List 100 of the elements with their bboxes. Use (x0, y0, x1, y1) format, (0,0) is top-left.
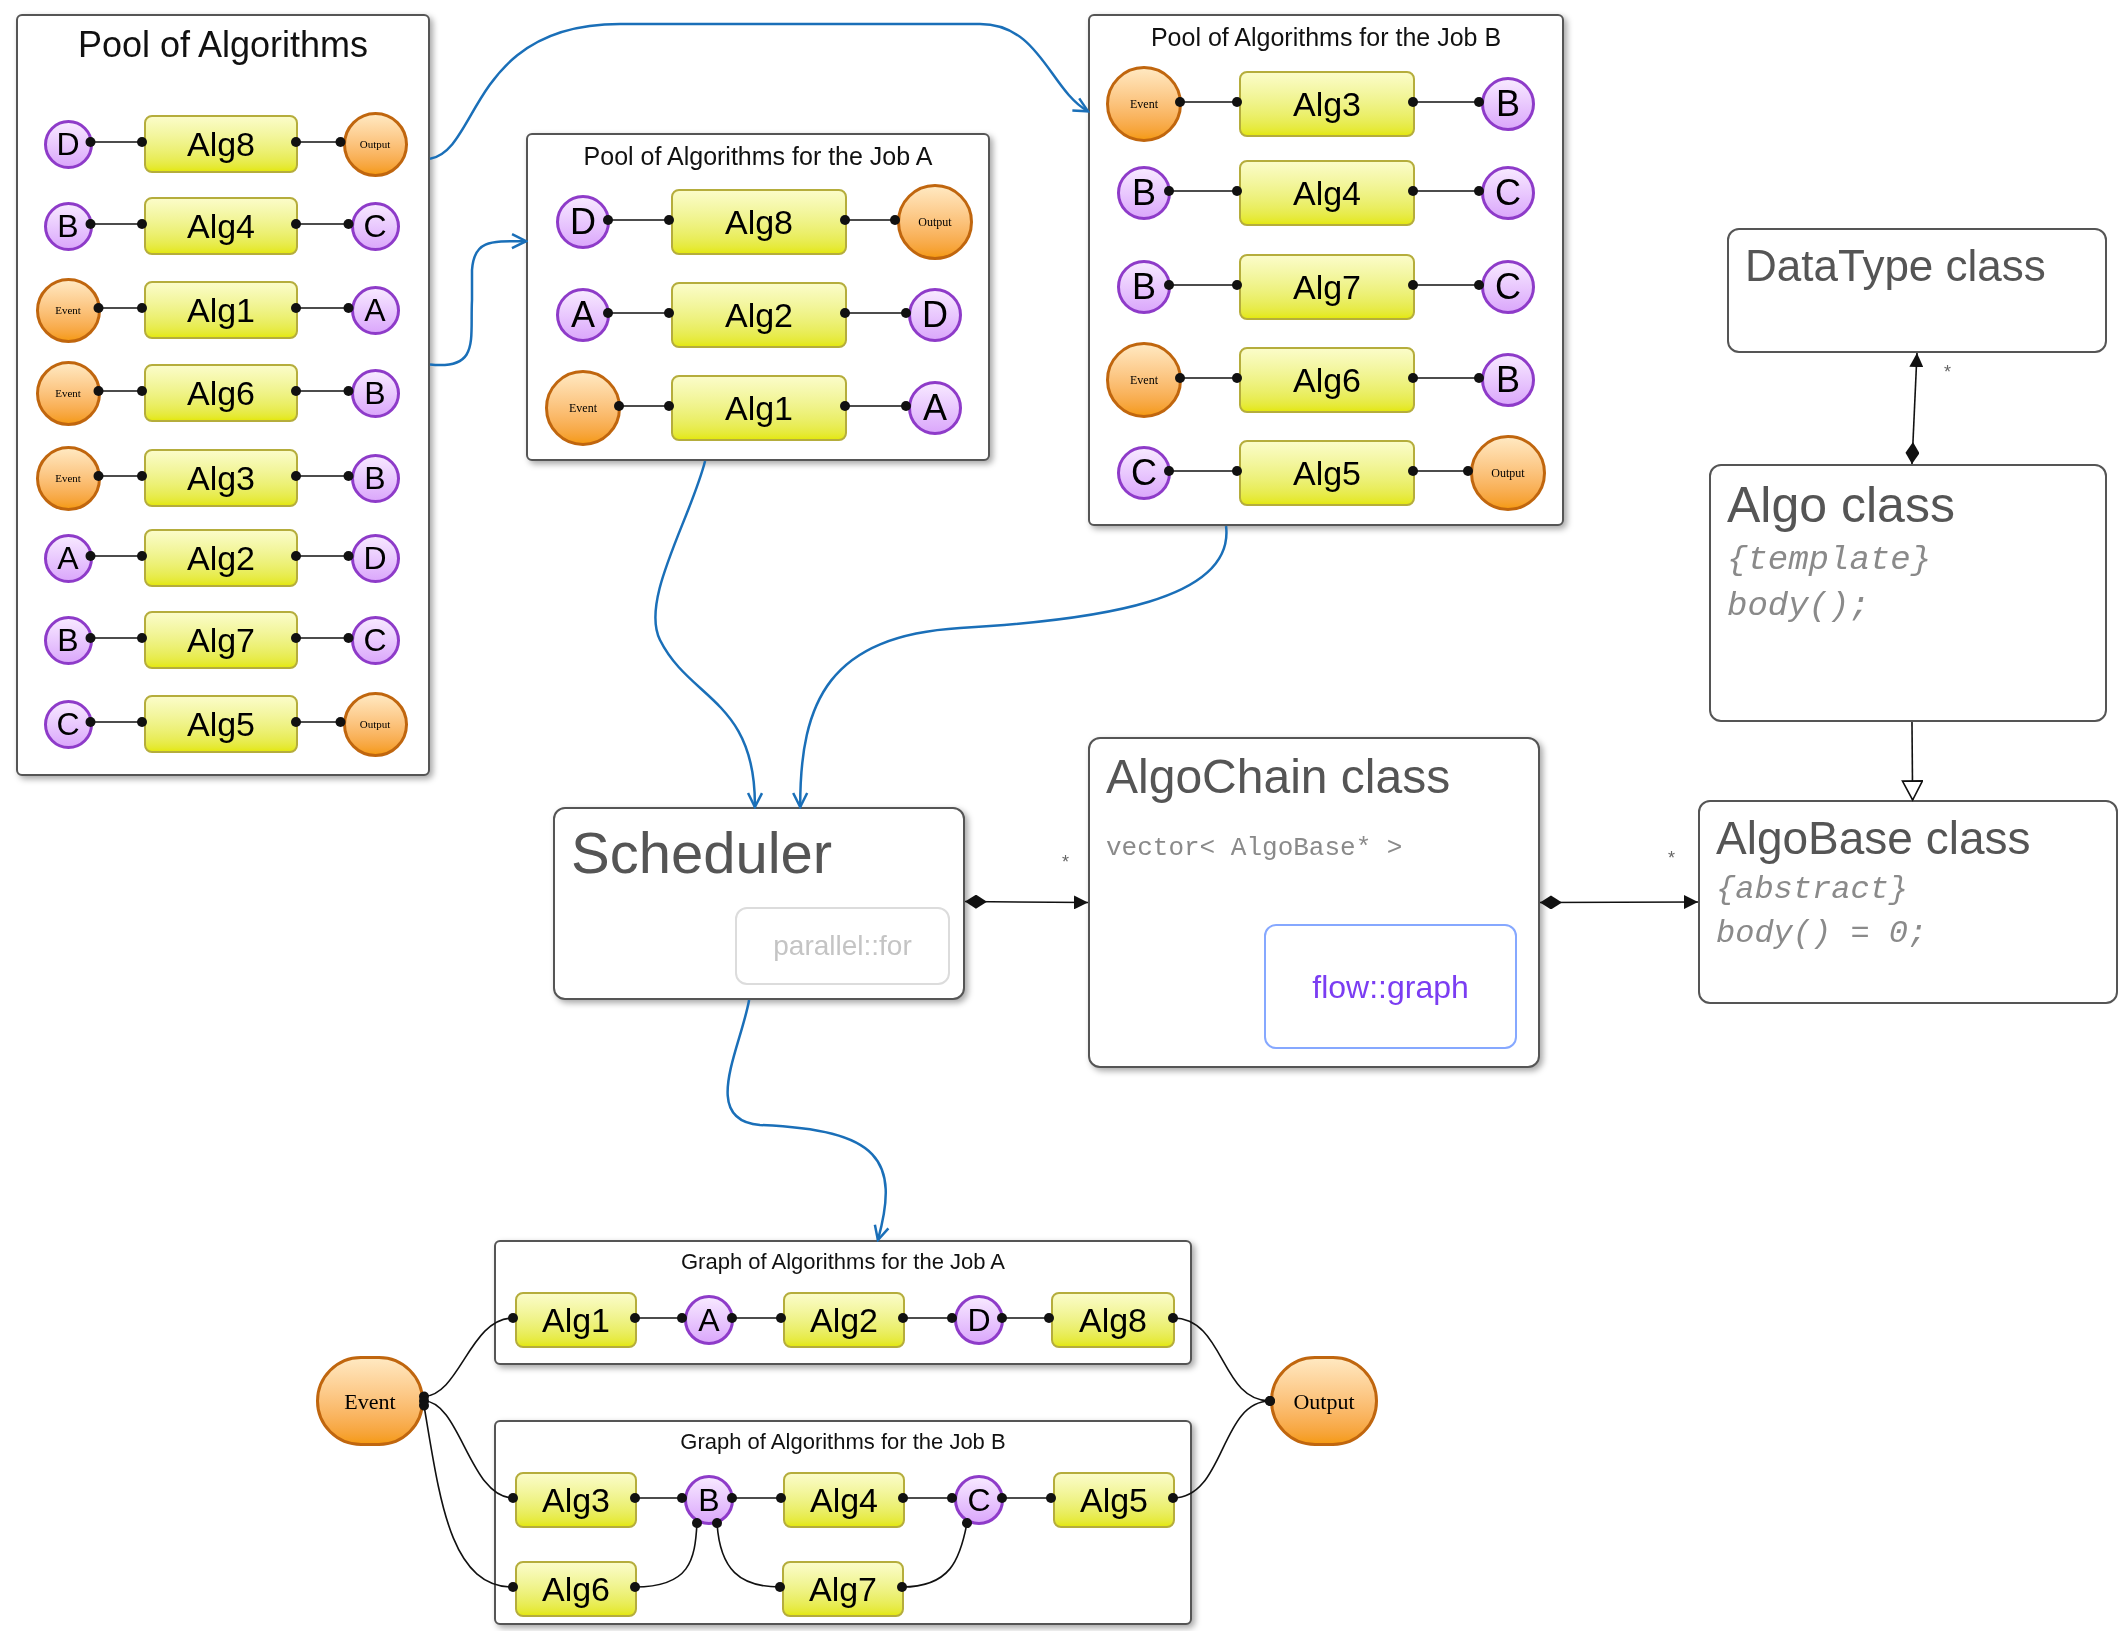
algorithm-box: Alg5 (144, 695, 298, 753)
connector-line (614, 401, 674, 411)
connector-line (1408, 186, 1484, 196)
connector-line (291, 551, 354, 561)
connector-line (1164, 466, 1242, 476)
algorithm-box: Alg6 (1239, 347, 1415, 413)
algorithm-box: Alg6 (144, 364, 298, 422)
code-text: body() = 0; (1716, 913, 1929, 954)
connector-line (291, 137, 346, 147)
class-box (1088, 737, 1540, 1068)
library-box: flow::graph (1264, 924, 1517, 1049)
algorithm-box: Alg3 (515, 1472, 637, 1528)
connector-line (997, 1493, 1056, 1503)
group-panel (494, 1240, 1192, 1365)
arrow (726, 999, 890, 1242)
arrow (1905, 352, 1924, 465)
arrow (429, 232, 528, 367)
class-title: AlgoChain class (1106, 749, 1451, 805)
connector-line (630, 1313, 687, 1323)
group-panel (494, 1420, 1192, 1625)
connector-line (85, 717, 147, 727)
connector-line (93, 386, 147, 396)
panel-title: Pool of Algorithms for the Job A (583, 141, 933, 172)
connector-line (1408, 97, 1484, 107)
connector-line (1164, 186, 1242, 196)
algorithm-box: Alg4 (783, 1472, 905, 1528)
connector-line (1168, 1396, 1275, 1503)
connector-line (85, 551, 147, 561)
connector-line (291, 633, 354, 643)
connector-line (1408, 373, 1484, 383)
connector-line (840, 215, 900, 225)
arrow (654, 460, 763, 809)
algorithm-box: Alg4 (1239, 160, 1415, 226)
algorithm-box: Alg8 (144, 115, 298, 173)
connector-line (898, 1493, 957, 1503)
panel-title: Graph of Algorithms for the Job B (680, 1428, 1006, 1456)
class-box (1709, 464, 2107, 722)
algorithm-box: Alg3 (1239, 71, 1415, 137)
connector-line (897, 1518, 972, 1592)
algorithm-box: Alg3 (144, 449, 298, 507)
connector-line (603, 215, 674, 225)
algorithm-box: Alg5 (1053, 1472, 1175, 1528)
panel-title: Pool of Algorithms (77, 23, 369, 67)
connector-line (1175, 373, 1242, 383)
connector-line (603, 308, 674, 318)
group-panel (1088, 14, 1564, 526)
connector-line (291, 471, 354, 481)
algorithm-box: Alg4 (144, 197, 298, 255)
class-title: Algo class (1727, 476, 1955, 535)
code-text: {abstract} (1716, 869, 1910, 910)
class-box (1698, 800, 2118, 1004)
algorithm-box: Alg8 (671, 189, 847, 255)
connector-line (630, 1493, 687, 1503)
connector-line (898, 1313, 957, 1323)
connector-line (1164, 280, 1242, 290)
connector-line (85, 633, 147, 643)
connector-line (93, 303, 147, 313)
connector-line (1175, 97, 1242, 107)
library-box: parallel::for (735, 907, 950, 985)
algorithm-box: Alg7 (782, 1561, 904, 1617)
code-text: {template} (1727, 539, 1933, 581)
arrow (792, 525, 1228, 809)
algorithm-box: Alg6 (515, 1561, 637, 1617)
class-title: AlgoBase class (1716, 811, 2031, 866)
connector-line (1408, 466, 1473, 476)
connector-line (840, 308, 911, 318)
class-box (1727, 228, 2107, 353)
code-text: body(); (1727, 586, 1871, 628)
connector-line (291, 717, 346, 727)
algorithm-box: Alg7 (144, 611, 298, 669)
connector-line (419, 1313, 518, 1402)
connector-line (712, 1518, 785, 1592)
connector-line (93, 471, 147, 481)
arrow (1539, 895, 1699, 910)
connector-line (85, 219, 147, 229)
class-title: Scheduler (571, 819, 833, 887)
group-panel (526, 133, 990, 461)
group-panel (16, 14, 430, 776)
code-text: vector< AlgoBase* > (1106, 832, 1404, 865)
connector-line (997, 1313, 1054, 1323)
class-box (553, 807, 965, 1000)
connector-line (419, 1400, 518, 1592)
algorithm-box: Alg2 (144, 529, 298, 587)
arrow (964, 894, 1089, 910)
algorithm-box: Alg1 (671, 375, 847, 441)
algorithm-box: Alg2 (783, 1292, 905, 1348)
algorithm-box: Alg1 (144, 281, 298, 339)
connector-line (419, 1396, 518, 1503)
class-title: DataType class (1745, 240, 2046, 292)
algorithm-box: Alg1 (515, 1292, 637, 1348)
algorithm-box: Alg8 (1051, 1292, 1175, 1348)
arrow (1901, 721, 1924, 801)
panel-title: Pool of Algorithms for the Job B (1150, 22, 1502, 53)
connector-line (291, 219, 354, 229)
connector-line (291, 303, 354, 313)
connector-line (1408, 280, 1484, 290)
algorithm-box: Alg5 (1239, 440, 1415, 506)
arrow (429, 22, 1090, 160)
algorithm-box: Alg7 (1239, 254, 1415, 320)
connector-line (630, 1518, 702, 1592)
